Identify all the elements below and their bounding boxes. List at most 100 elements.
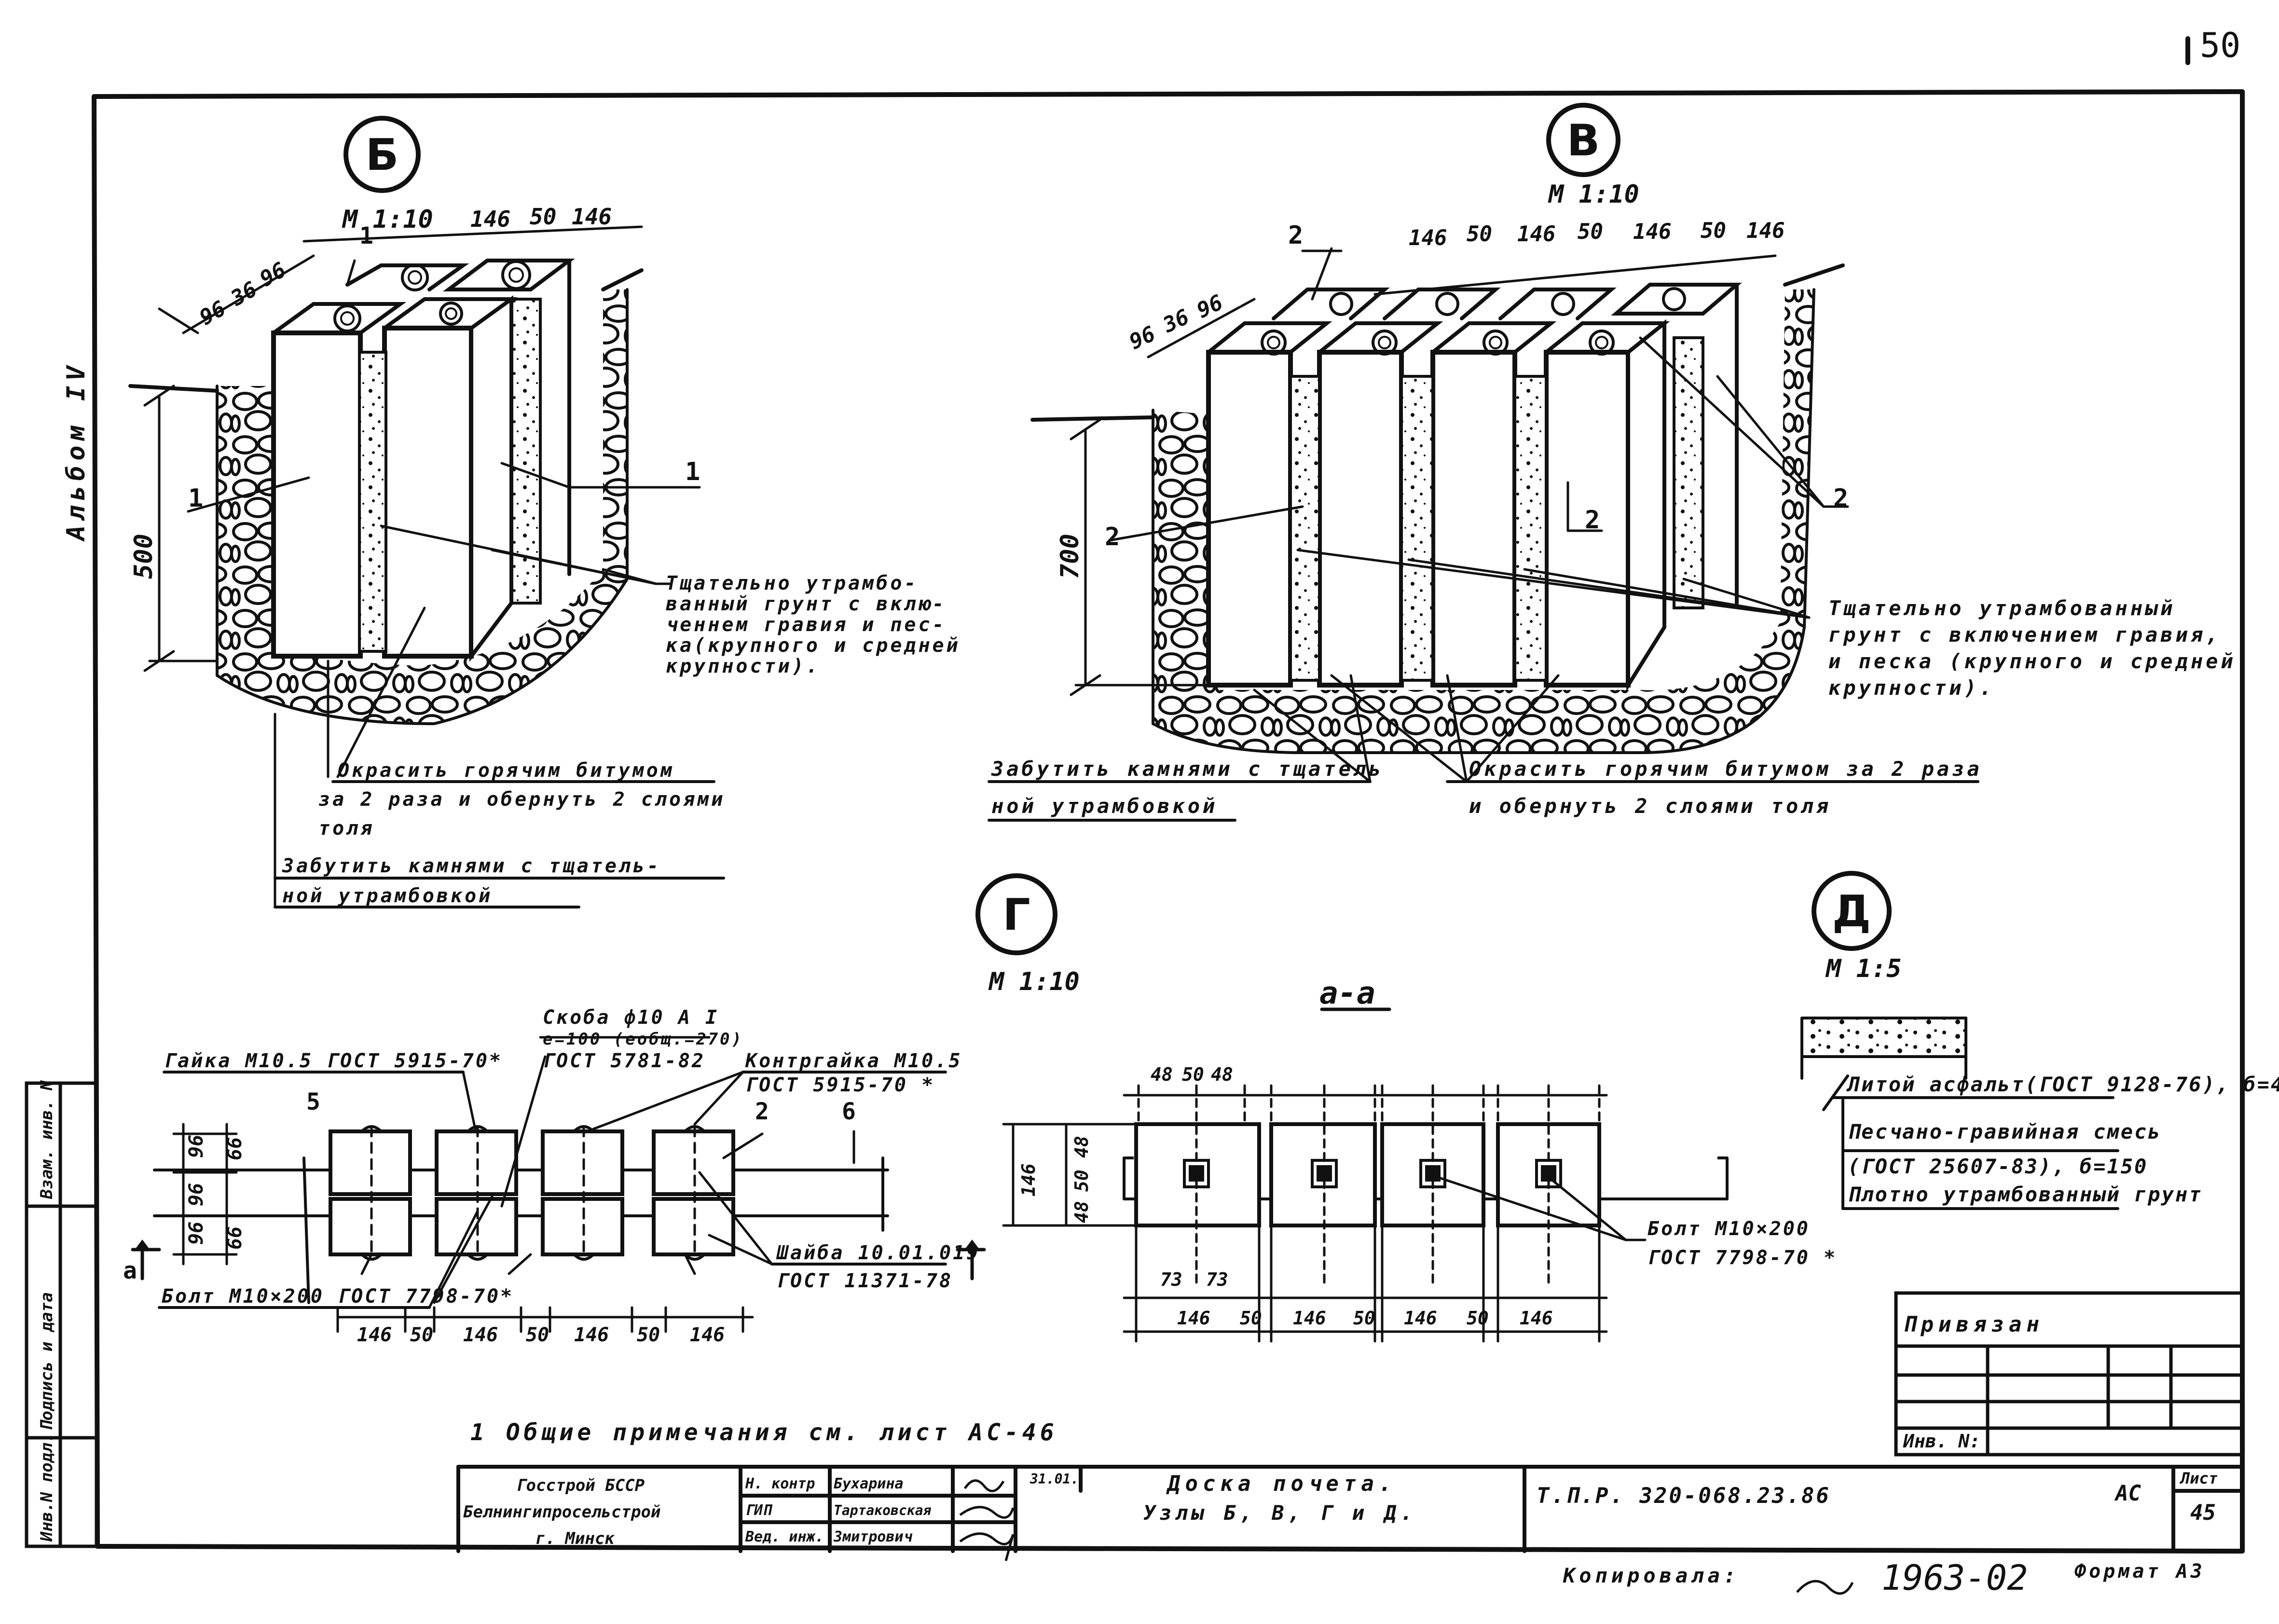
section-aa-dim-bottom-2: 50 xyxy=(1240,1307,1262,1329)
drawing-title-2: Узлы Б, В, Г и Д. xyxy=(1143,1501,1416,1525)
binding-inv: Инв. N: xyxy=(1903,1431,1980,1452)
node-b-paint-note-2: за 2 раза и обернуть 2 слоями xyxy=(318,788,725,811)
node-v-dim-top-3: 146 xyxy=(1517,222,1555,247)
node-v-circle xyxy=(1546,103,1620,177)
drawing-title-1: Доска почета. xyxy=(1166,1472,1396,1496)
section-aa-dim-top-3: 48 xyxy=(1211,1064,1233,1085)
node-b-dim-top-3: 146 xyxy=(572,204,612,230)
section-aa-bolt-2: ГОСТ 7798-70 * xyxy=(1647,1247,1837,1269)
node-g-dim-left-3: 96 xyxy=(185,1222,207,1245)
node-v-stones-note-1: Забутить камнями с тщатель xyxy=(991,757,1384,781)
node-d-layer-4: Плотно утрамбованный грунт xyxy=(1848,1183,2202,1206)
node-v-soil-note-2: грунт с включением гравия, xyxy=(1828,623,2221,647)
sheet-number: 45 xyxy=(2190,1500,2216,1525)
node-g-dim-left-2: 96 xyxy=(185,1183,207,1206)
node-v-dim-top-4: 50 xyxy=(1578,220,1603,244)
node-g-locknut-1: Контргайка М10.5 xyxy=(745,1050,962,1072)
node-v-soil-note-1: Тщательно утрамбованный xyxy=(1828,596,2176,620)
node-g-dim-inner-1: 66 xyxy=(224,1137,246,1160)
node-b-dim-left-1: 96 xyxy=(195,296,230,330)
node-b-dim-top-1: 146 xyxy=(470,206,510,232)
timber-rings xyxy=(340,267,1608,349)
node-v-pos-2b: 2 xyxy=(1105,523,1120,551)
node-d-layer-1: Литой асфальт(ГОСТ 9128-76), б=40 xyxy=(1846,1073,2279,1096)
node-v-dim-top-6: 50 xyxy=(1701,219,1726,243)
node-b-paint-note-1: Окрасить горячим битумом xyxy=(338,759,674,782)
page-number: 50 xyxy=(2200,26,2240,65)
node-g-bracket-3: ГОСТ 5781-82 xyxy=(543,1050,705,1072)
node-v-letter: В xyxy=(1567,115,1600,166)
node-v-scale: М 1:10 xyxy=(1548,180,1639,209)
node-g-drawing xyxy=(131,873,1057,1333)
node-g-bracket-1: Скоба ф10 А I xyxy=(543,1006,719,1029)
node-b-soil-note-3: ченнем гравия и пес- xyxy=(666,614,947,636)
node-g-nut-label: Гайка М10.5 ГОСТ 5915-70* xyxy=(164,1050,503,1072)
section-aa-drawing xyxy=(1002,1007,1729,1343)
node-g-dim-left-1: 96 xyxy=(185,1135,207,1158)
node-v-pos-2d: 2 xyxy=(1833,484,1848,513)
section-aa-dim-bottom-1: 146 xyxy=(1177,1307,1210,1329)
node-b-soil-note-5: крупности). xyxy=(666,655,820,677)
node-v-dim-top-2: 50 xyxy=(1467,222,1492,247)
section-aa-dim-left-4: 48 xyxy=(1071,1201,1092,1223)
node-v-paint-note-2: и обернуть 2 слоями толя xyxy=(1469,794,1831,818)
node-v-dim-top-5: 146 xyxy=(1633,220,1671,244)
node-d-layer-3: (ГОСТ 25607-83), б=150 xyxy=(1848,1155,2148,1178)
title-org-1: Госстрой БССР xyxy=(516,1476,645,1495)
title-role-2: ГИП xyxy=(745,1502,773,1519)
node-g-cut-mark: а xyxy=(123,1257,137,1284)
node-b-stones-note-2: ной утрамбовкой xyxy=(282,885,493,907)
album-label: Альбом IV xyxy=(62,361,91,542)
section-aa-title: а-а xyxy=(1319,976,1375,1011)
node-g-pos-2: 2 xyxy=(755,1098,769,1125)
node-b-dim-left-2: 36 xyxy=(226,277,261,311)
copied-label: Копировала: xyxy=(1563,1564,1740,1587)
side-stamp-replaced-inv: Взам. инв. N xyxy=(37,1080,56,1199)
node-b-soil-note-1: Тщательно утрамбо- xyxy=(666,572,918,594)
node-b-paint-note-3: толя xyxy=(318,817,374,840)
title-org-2: Белнингипросельстрой xyxy=(463,1502,660,1522)
node-v-stones-note-2: ной утрамбовкой xyxy=(991,794,1218,818)
section-aa-dim-half-1: 73 xyxy=(1160,1269,1182,1290)
section-aa-dim-bottom-4: 50 xyxy=(1353,1307,1375,1329)
title-name-2: Тартаковская xyxy=(834,1502,931,1518)
order-number: 1963-02 xyxy=(1881,1557,2028,1598)
side-stamp-box xyxy=(25,1081,98,1548)
node-b-letter: Б xyxy=(366,130,399,180)
sheet-label: Лист xyxy=(2179,1469,2218,1487)
title-role-3: Вед. инж. xyxy=(745,1528,824,1545)
node-g-dim-bottom-2: 50 xyxy=(410,1324,433,1346)
title-date: 31.01. xyxy=(1030,1471,1079,1487)
binding-table xyxy=(1894,1291,2244,1457)
section-aa-bolt-1: Болт М10×200 xyxy=(1647,1218,1810,1240)
title-role-1: Н. контр xyxy=(745,1475,815,1492)
node-b-drawing xyxy=(128,225,725,908)
node-b-soil-note-2: ванный грунт с вклю- xyxy=(666,593,947,615)
title-org-3: г. Минск xyxy=(535,1529,615,1548)
node-v-pos-2c: 2 xyxy=(1585,506,1600,535)
node-g-dim-bottom-5: 146 xyxy=(574,1324,609,1346)
node-g-scale: М 1:10 xyxy=(988,967,1080,996)
signatures xyxy=(959,1479,1854,1595)
node-b-soil-note-4: ка(крупного и средней xyxy=(666,634,961,657)
node-d-letter: Д xyxy=(1832,886,1871,937)
node-g-bracket-2: е=100 (еобщ.=270) xyxy=(543,1030,743,1049)
section-aa-dim-top-1: 48 xyxy=(1151,1064,1173,1085)
node-g-dim-inner-2: 66 xyxy=(224,1226,246,1250)
section-aa-dim-bottom-6: 50 xyxy=(1467,1307,1489,1329)
node-g-letter: Г xyxy=(1002,890,1030,940)
node-v-pos-2a: 2 xyxy=(1288,221,1303,250)
node-d-scale: М 1:5 xyxy=(1825,954,1902,983)
node-d-drawing xyxy=(1800,871,2119,1210)
node-v-soil-note-4: крупности). xyxy=(1828,676,1994,700)
node-v-dim-top-7: 146 xyxy=(1746,219,1785,243)
title-block-grid xyxy=(456,1465,2244,1553)
title-name-3: Змитрович xyxy=(833,1528,912,1545)
node-g-dim-bottom-7: 146 xyxy=(690,1324,725,1346)
node-g-locknut-2: ГОСТ 5915-70 * xyxy=(745,1074,935,1096)
section-aa-dim-left-3: 50 xyxy=(1071,1170,1092,1192)
section-aa-dim-left-2: 48 xyxy=(1071,1136,1092,1158)
node-b-height: 500 xyxy=(129,534,158,579)
section-aa-dim-half-2: 73 xyxy=(1206,1269,1228,1290)
node-b-pos-1a: 1 xyxy=(359,222,373,249)
